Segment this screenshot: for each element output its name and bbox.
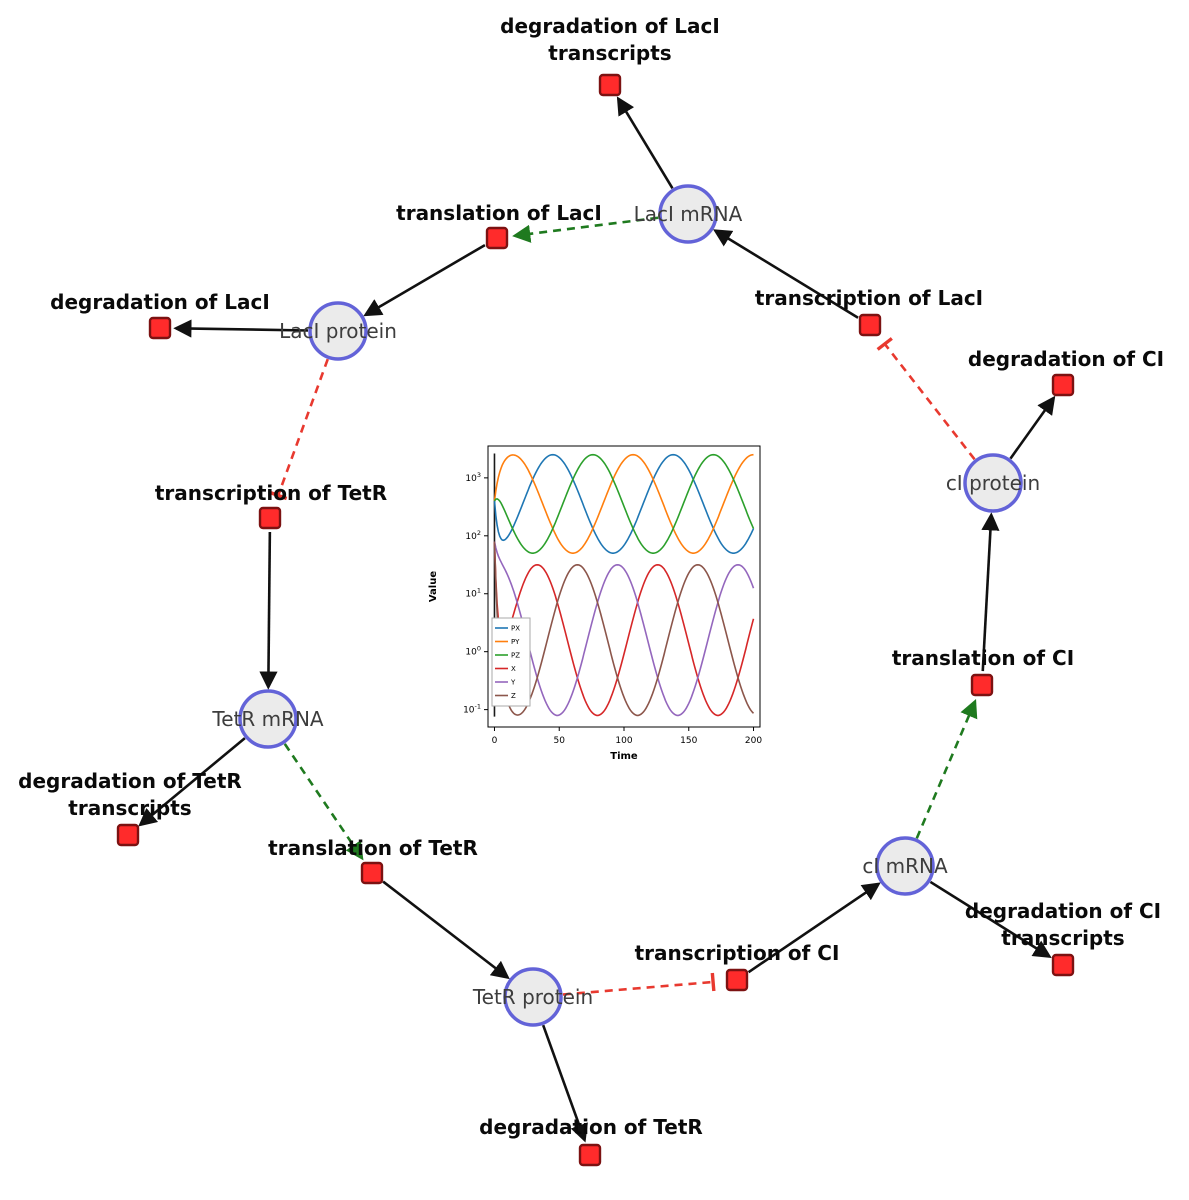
edge-transcription-laci-laci-mrna-product — [712, 229, 859, 319]
reaction-node-deg-laci — [148, 316, 172, 340]
species-label-ci-protein: cI protein — [946, 471, 1040, 495]
edge-ci-protein-transcription-laci-inhibit — [883, 343, 976, 461]
species-label-tetr-mrna: TetR mRNA — [211, 707, 324, 731]
inhibition-bar-tetr-protein — [710, 972, 716, 992]
y-axis-label: Value — [428, 571, 439, 602]
reaction-node-deg-laci-tx — [598, 73, 622, 97]
series-line-PX — [493, 453, 755, 554]
species-node-tetr-mrna — [238, 689, 298, 749]
x-tick-label: 150 — [680, 736, 697, 746]
legend-label-X: X — [511, 665, 516, 673]
species-label-tetr-protein: TetR protein — [472, 985, 593, 1009]
legend-box — [491, 617, 531, 707]
inhibition-bar-laci-protein — [269, 490, 288, 501]
edge-transcription-tetr-tetr-mrna-product — [259, 531, 278, 690]
edge-tetr-mrna-deg-tetr-tx-consume — [138, 737, 246, 827]
species-label-ci-mrna: cI mRNA — [862, 854, 948, 878]
edges-layer — [138, 96, 1056, 1143]
x-tick-label: 100 — [615, 736, 632, 746]
reaction-label-translation-tetr: translation of TetR — [268, 836, 478, 860]
edge-tetr-protein-deg-tetr-consume — [541, 1024, 588, 1143]
edge-translation-tetr-tetr-protein-product — [382, 880, 510, 980]
reaction-node-translation-ci — [970, 673, 994, 697]
series-line-PZ — [493, 453, 755, 554]
reaction-label-translation-laci: translation of LacI — [396, 201, 602, 225]
reaction-label-transcription-tetr: transcription of TetR — [155, 481, 387, 505]
series-line-X — [493, 541, 755, 717]
series-line-Y — [493, 541, 755, 717]
reaction-label-transcription-ci: transcription of CI — [635, 941, 840, 965]
reaction-label-deg-laci: degradation of LacI — [50, 290, 270, 314]
reaction-node-transcription-tetr — [258, 506, 282, 530]
edge-tetr-mrna-translation-tetr-modifier — [283, 743, 364, 861]
reaction-node-transcription-ci — [725, 968, 749, 992]
y-tick-label: 100 — [465, 645, 481, 658]
edge-laci-mrna-deg-laci-tx-consume — [616, 96, 674, 190]
series-line-Z — [493, 541, 755, 717]
legend-label-PY: PY — [511, 638, 520, 646]
x-tick-label: 0 — [492, 736, 498, 746]
species-label-laci-protein: LacI protein — [279, 319, 397, 343]
reaction-node-translation-tetr — [360, 861, 384, 885]
edge-laci-mrna-translation-laci-modifier — [512, 216, 659, 243]
reaction-node-deg-ci — [1051, 373, 1075, 397]
species-label-laci-mrna: LacI mRNA — [634, 202, 743, 226]
x-axis-label: Time — [610, 751, 638, 762]
reaction-node-deg-ci-tx — [1051, 953, 1075, 977]
reaction-label-translation-ci: translation of CI — [892, 646, 1074, 670]
edge-ci-mrna-translation-ci-modifier — [915, 699, 978, 839]
legend-label-Y: Y — [510, 679, 516, 687]
species-node-laci-protein — [308, 301, 368, 361]
edge-translation-laci-laci-protein-product — [363, 243, 486, 317]
plot-frame — [487, 445, 761, 728]
legend-label-PZ: PZ — [511, 652, 520, 660]
nodes-layer — [116, 73, 1075, 1167]
edge-laci-protein-deg-laci-consume — [173, 319, 309, 338]
y-tick-label: 103 — [465, 471, 481, 484]
species-node-ci-protein — [963, 453, 1023, 513]
species-node-laci-mrna — [658, 184, 718, 244]
reaction-node-deg-tetr-tx — [116, 823, 140, 847]
y-tick-label: 101 — [465, 587, 481, 600]
reaction-label-deg-ci: degradation of CI — [968, 347, 1164, 371]
edge-tetr-protein-transcription-ci-inhibit — [562, 980, 714, 996]
x-tick-label: 200 — [745, 736, 762, 746]
species-node-tetr-protein — [503, 967, 563, 1027]
edge-ci-mrna-deg-ci-tx-consume — [929, 880, 1052, 958]
series-line-PY — [493, 453, 754, 554]
reaction-node-transcription-laci — [858, 313, 882, 337]
x-tick-label: 50 — [554, 736, 566, 746]
reaction-label-transcription-laci: transcription of LacI — [755, 286, 983, 310]
inhibition-bar-ci-protein — [876, 337, 893, 351]
edge-transcription-ci-ci-mrna-product — [747, 882, 881, 974]
y-tick-label: 10-1 — [463, 703, 481, 716]
legend-label-Z: Z — [511, 692, 516, 700]
reaction-label-deg-tetr: degradation of TetR — [479, 1115, 703, 1139]
edge-ci-protein-deg-ci-consume — [1009, 395, 1056, 460]
legend-label-PX: PX — [511, 625, 520, 633]
edge-translation-ci-ci-protein-product — [981, 512, 1000, 672]
reaction-node-translation-laci — [485, 226, 509, 250]
edge-laci-protein-transcription-tetr-inhibit — [276, 358, 329, 496]
species-node-ci-mrna — [875, 836, 935, 896]
reaction-node-deg-tetr — [578, 1143, 602, 1167]
y-tick-label: 102 — [465, 529, 481, 542]
